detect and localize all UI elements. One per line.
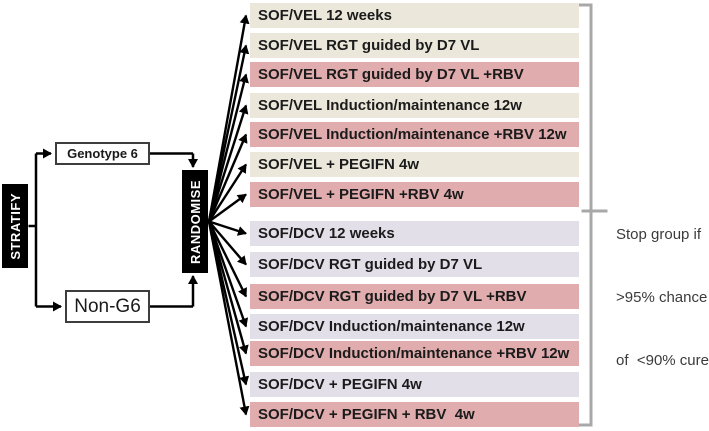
- stop-rule-line: >95% chance: [616, 289, 708, 306]
- stop-rule-line: of <90% cure: [616, 352, 709, 369]
- treatment-arm-row: SOF/DCV + PEGIFN + RBV 4w: [250, 402, 579, 427]
- genotype6-box: Genotype 6: [55, 142, 150, 165]
- non-g6-box: Non-G6: [65, 290, 150, 323]
- treatment-arm-row: SOF/DCV 12 weeks: [250, 221, 579, 246]
- treatment-arm-row: SOF/DCV Induction/maintenance 12w: [250, 314, 579, 339]
- stop-rule-line: Stop group if: [616, 226, 702, 243]
- treatment-arm-row: SOF/VEL + PEGIFN +RBV 4w: [250, 182, 579, 207]
- stop-rule-note: Stop group if >95% chance of <90% cure: [616, 182, 709, 413]
- arrow-randomise-to-arm: [207, 73, 249, 222]
- arrow-randomise-to-arm: [207, 220, 248, 298]
- stratify-label: STRATIFY: [7, 192, 23, 260]
- treatment-arm-row: SOF/VEL RGT guided by D7 VL +RBV: [250, 62, 579, 87]
- stratify-box: STRATIFY: [2, 184, 28, 268]
- treatment-arm-row: SOF/DCV RGT guided by D7 VL: [250, 252, 579, 277]
- treatment-arm-row: SOF/VEL Induction/maintenance +RBV 12w: [250, 122, 579, 147]
- arrow-randomise-to-arm: [208, 220, 247, 236]
- treatment-arm-row: SOF/DCV Induction/maintenance +RBV 12w: [250, 341, 579, 366]
- treatment-arm-row: SOF/VEL RGT guided by D7 VL: [250, 33, 579, 58]
- non-g6-label: Non-G6: [74, 295, 141, 317]
- treatment-arm-row: SOF/DCV + PEGIFN 4w: [250, 372, 579, 397]
- treatment-arm-row: SOF/DCV RGT guided by D7 VL +RBV: [250, 284, 579, 309]
- stop-rule-bracket: [578, 3, 608, 427]
- arrow-randomise-to-arm: [207, 221, 250, 416]
- randomise-box: RANDOMISE: [182, 170, 208, 273]
- arrow-randomise-to-arm: [207, 221, 249, 328]
- arrow-randomise-to-arm: [207, 133, 248, 222]
- randomise-label: RANDOMISE: [187, 179, 203, 264]
- randomise-fan-arrows: [207, 14, 250, 416]
- flow-connectors: [28, 148, 198, 312]
- genotype6-label: Genotype 6: [67, 146, 138, 161]
- arrow-randomise-to-arm: [207, 163, 248, 223]
- treatment-arm-row: SOF/VEL 12 weeks: [250, 3, 579, 28]
- arrow-randomise-to-arm: [208, 220, 247, 266]
- treatment-arm-row: SOF/VEL + PEGIFN 4w: [250, 152, 579, 177]
- treatment-arm-row: SOF/VEL Induction/maintenance 12w: [250, 93, 579, 118]
- arrow-randomise-to-arm: [207, 104, 249, 222]
- arrow-randomise-to-arm: [208, 193, 247, 223]
